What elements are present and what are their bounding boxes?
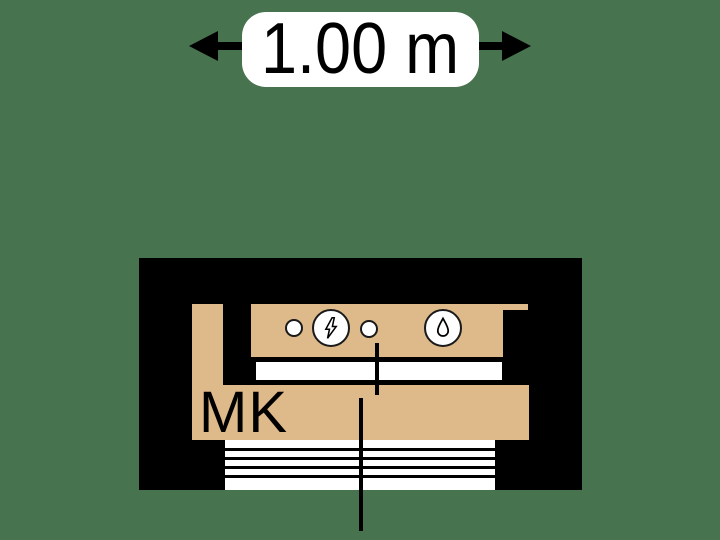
- wood-beam-top-lip: [503, 304, 528, 310]
- dimension-arrow-right-icon: [475, 31, 531, 61]
- dimension-label-pill: 1.00 m: [242, 12, 479, 87]
- module-label: MK: [199, 380, 288, 445]
- conduit-port-circle: [360, 320, 378, 338]
- center-tick-upper: [375, 343, 379, 395]
- center-line-lower: [359, 398, 363, 531]
- conduit-port-circle: [285, 319, 303, 337]
- electricity-icon: [324, 316, 338, 339]
- water-badge: [424, 309, 462, 347]
- dimension-arrow-left-icon: [189, 31, 245, 61]
- wood-column-left: [192, 304, 223, 385]
- panel-strip: [256, 362, 502, 380]
- dimension-label: 1.00 m: [261, 9, 460, 89]
- electricity-badge: [312, 309, 350, 347]
- water-drop-icon: [436, 316, 450, 337]
